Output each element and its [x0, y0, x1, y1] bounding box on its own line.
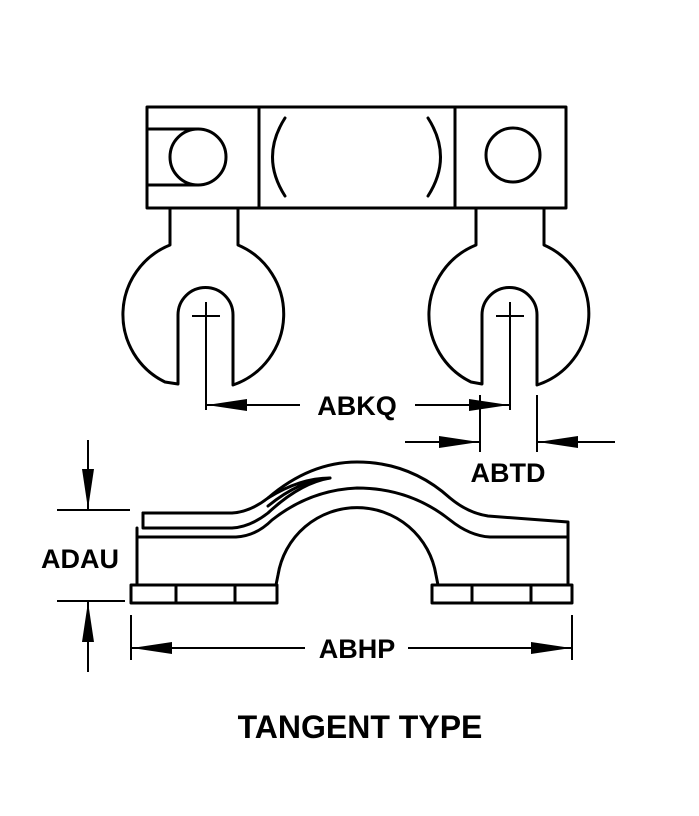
- top-view-clamp: [145, 105, 568, 210]
- side-view-clamp: [129, 460, 574, 605]
- dimension-adau: ADAU: [41, 440, 130, 672]
- label-abkq: ABKQ: [317, 391, 397, 421]
- leg-right: [427, 206, 591, 410]
- bolt-hole-left: [168, 127, 228, 187]
- label-abhp: ABHP: [319, 634, 396, 664]
- dimension-abkq: ABKQ: [207, 391, 509, 421]
- leg-left: [121, 206, 286, 410]
- label-adau: ADAU: [41, 544, 119, 574]
- diagram-title: TANGENT TYPE: [238, 709, 483, 745]
- bolt-hole-right: [484, 126, 542, 184]
- dimension-abhp: ABHP: [130, 615, 573, 664]
- label-abtd: ABTD: [471, 458, 546, 488]
- dimension-abtd: ABTD: [405, 395, 615, 488]
